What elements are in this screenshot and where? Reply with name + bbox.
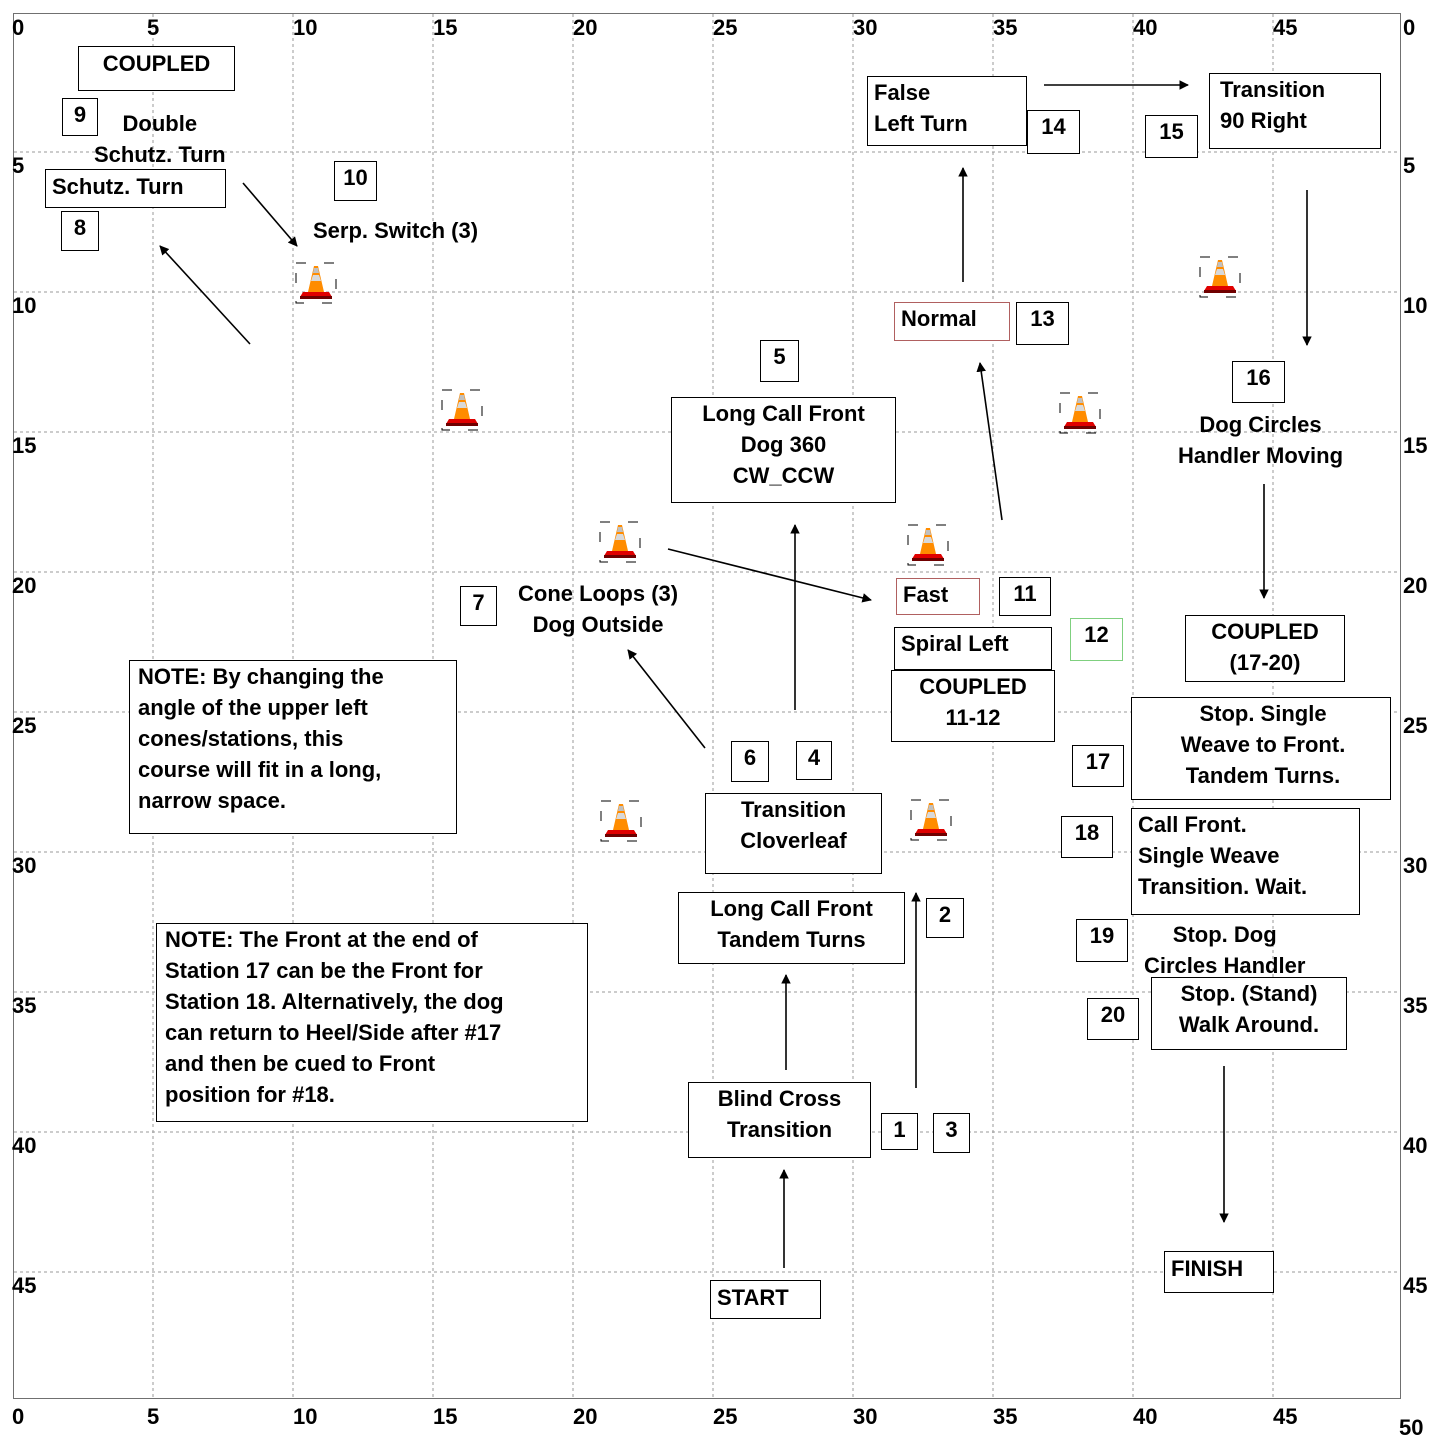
station-14: 14	[1027, 110, 1080, 154]
left-tick: 25	[12, 713, 37, 738]
right-tick: 45	[1403, 1273, 1428, 1298]
normal-label: Normal	[894, 302, 1010, 341]
cone-icon	[1059, 392, 1101, 434]
station-15: 15	[1145, 115, 1198, 158]
bottom-tick: 5	[147, 1404, 160, 1429]
note-front-label: NOTE: The Front at the end of Station 17…	[156, 923, 588, 1122]
coupled-17-20-label: COUPLED (17-20)	[1185, 615, 1345, 682]
coupled-top-label: COUPLED	[78, 46, 235, 91]
cone-loops-label: Cone Loops (3) Dog Outside	[518, 581, 679, 637]
long-call-front-tandem-label: Long Call Front Tandem Turns	[678, 892, 905, 964]
station-16: 16	[1232, 361, 1285, 403]
cone-icon	[441, 389, 483, 431]
top-tick: 20	[573, 15, 598, 40]
bottom-tick: 10	[293, 1404, 318, 1429]
coupled-11-12-label: COUPLED 11-12	[891, 670, 1055, 742]
left-tick: 40	[12, 1133, 37, 1158]
spiral-left-label: Spiral Left	[894, 627, 1052, 670]
cone-icon	[910, 799, 952, 841]
station-17: 17	[1072, 745, 1124, 787]
station-6: 6	[731, 741, 769, 782]
transition-90-right-label: Transition 90 Right	[1209, 73, 1381, 149]
bottom-tick: 15	[433, 1404, 458, 1429]
schutz-turn-label: Schutz. Turn	[45, 169, 226, 208]
note-angle-label: NOTE: By changing the angle of the upper…	[129, 660, 457, 834]
top-tick: 15	[433, 15, 458, 40]
call-front-single-weave-label: Call Front. Single Weave Transition. Wai…	[1131, 808, 1360, 915]
station-8: 8	[61, 211, 99, 251]
right-tick: 25	[1403, 713, 1428, 738]
right-tick: 15	[1403, 433, 1428, 458]
right-tick: 10	[1403, 293, 1428, 318]
left-tick: 10	[12, 293, 37, 318]
station-11: 11	[999, 577, 1051, 616]
station-7: 7	[460, 586, 497, 626]
top-tick: 40	[1133, 15, 1158, 40]
stop-stand-label: Stop. (Stand) Walk Around.	[1151, 977, 1347, 1050]
top-tick: 30	[853, 15, 878, 40]
right-tick: 20	[1403, 573, 1428, 598]
cone-icon	[1199, 256, 1241, 298]
right-tick: 30	[1403, 853, 1428, 878]
stop-single-weave-label: Stop. Single Weave to Front. Tandem Turn…	[1131, 697, 1391, 800]
top-tick: 0	[1403, 15, 1416, 40]
left-tick: 30	[12, 853, 37, 878]
station-18: 18	[1061, 816, 1113, 858]
finish-label: FINISH	[1164, 1251, 1274, 1293]
station-12: 12	[1070, 618, 1123, 661]
station-3: 3	[933, 1113, 970, 1153]
blind-cross-label: Blind Cross Transition	[688, 1082, 871, 1158]
false-left-turn-label: False Left Turn	[867, 76, 1027, 146]
left-tick: 5	[12, 153, 25, 178]
station-10: 10	[334, 161, 377, 201]
left-tick: 20	[12, 573, 37, 598]
top-tick: 35	[993, 15, 1018, 40]
right-tick: 40	[1403, 1133, 1428, 1158]
station-13: 13	[1016, 302, 1069, 345]
top-tick: 25	[713, 15, 738, 40]
long-call-front-360-label: Long Call Front Dog 360 CW_CCW	[671, 397, 896, 503]
station-1: 1	[881, 1113, 918, 1150]
bottom-tick: 35	[993, 1404, 1018, 1429]
bottom-tick: 20	[573, 1404, 598, 1429]
station-2: 2	[926, 898, 964, 938]
cone-icon	[907, 524, 949, 566]
double-schutz-label: Double Schutz. Turn	[94, 111, 226, 167]
fast-label: Fast	[896, 578, 980, 615]
bottom-tick: 25	[713, 1404, 738, 1429]
course-frame	[13, 13, 1401, 1399]
dog-circles-handler-moving-label: Dog Circles Handler Moving	[1178, 412, 1344, 468]
top-tick: 0	[12, 15, 25, 40]
cone-icon	[295, 262, 337, 304]
start-label: START	[710, 1280, 821, 1319]
bottom-tick: 0	[12, 1404, 25, 1429]
left-tick: 45	[12, 1273, 37, 1298]
top-tick: 10	[293, 15, 318, 40]
station-20: 20	[1087, 998, 1139, 1040]
transition-cloverleaf-label: Transition Cloverleaf	[705, 793, 882, 874]
station-9: 9	[62, 98, 98, 136]
bottom-tick: 45	[1273, 1404, 1298, 1429]
serp-switch-label: Serp. Switch (3)	[313, 218, 479, 243]
bottom-tick: 40	[1133, 1404, 1158, 1429]
right-tick: 35	[1403, 993, 1428, 1018]
right-tick: 5	[1403, 153, 1416, 178]
left-tick: 35	[12, 993, 37, 1018]
bottom-tick: 30	[853, 1404, 878, 1429]
cone-icon	[599, 521, 641, 563]
cone-icon	[600, 800, 642, 842]
station-4: 4	[796, 741, 832, 780]
station-19: 19	[1076, 919, 1128, 962]
bottom-tick: 50	[1399, 1415, 1424, 1440]
top-tick: 45	[1273, 15, 1298, 40]
station-5: 5	[760, 340, 799, 382]
stop-dog-circles-label: Stop. Dog Circles Handler	[1144, 922, 1306, 978]
top-tick: 5	[147, 15, 160, 40]
left-tick: 15	[12, 433, 37, 458]
